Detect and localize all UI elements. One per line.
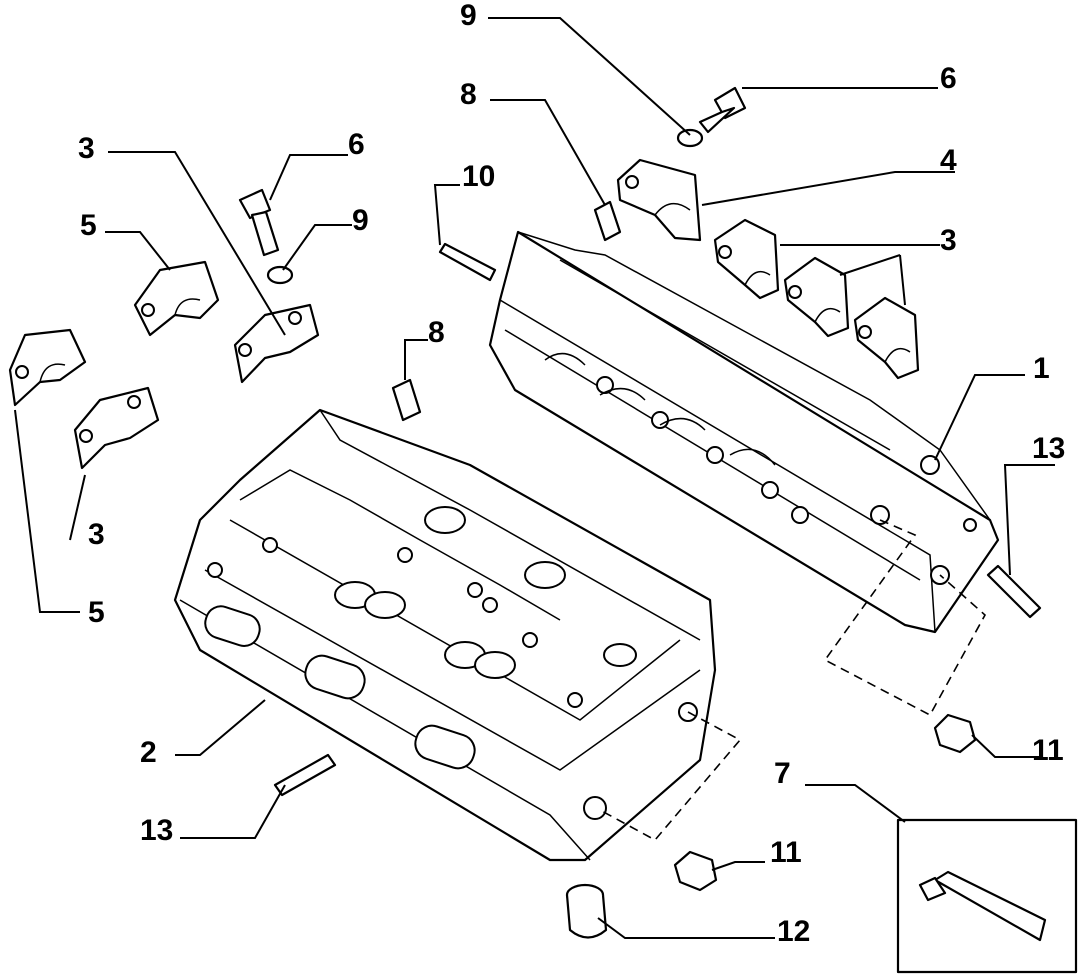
bolt-6-left [238,188,280,257]
dowel-8-lower [391,378,422,422]
callout-11-right: 11 [1032,734,1064,767]
cap-5-upper [133,260,220,337]
cap-3-middle [233,303,320,384]
callout-13-right: 13 [1032,432,1065,465]
stud-10 [438,242,497,282]
cap-upper-right-1 [713,218,780,300]
cap-upper-right-3 [853,296,920,380]
washer-9-right [676,128,704,148]
callout-3-left-top: 3 [78,132,95,165]
stud-13-right [986,564,1042,619]
dowel-8-upper [593,200,622,242]
callout-13-lower: 13 [140,814,173,847]
callout-9-left: 9 [352,204,369,237]
washer-9-left [266,265,294,285]
callout-7: 7 [774,757,791,790]
plug-11-right [933,713,977,754]
cap-upper-right-2 [783,256,850,338]
callout-3-left-bottom: 3 [88,518,105,551]
callout-8-top: 8 [460,78,477,111]
callout-9-top: 9 [460,0,477,32]
bolt-6-right [698,86,747,134]
callout-6-right: 6 [940,62,957,95]
callout-8-middle: 8 [428,316,445,349]
callout-5-top: 5 [80,209,97,242]
plug-11-lower [673,850,718,892]
callout-5-bottom: 5 [88,596,105,629]
assembly-line-plug-upper [823,519,987,717]
cylinder-head [173,408,717,862]
sealant-tube [918,870,1047,942]
assembly-line-plug-lower [599,711,742,842]
sleeve-12 [565,883,608,939]
callout-2: 2 [140,736,157,769]
cap-3-lower-left [73,386,160,470]
callout-4: 4 [940,144,957,177]
callout-12: 12 [777,915,810,948]
cap-4 [616,158,702,242]
leader-lines [14,17,1055,939]
cap-5-left [8,328,87,407]
callout-11-lower: 11 [770,836,802,869]
callout-3-right: 3 [940,224,957,257]
callout-1: 1 [1033,352,1050,385]
callout-10: 10 [462,160,495,193]
camshaft-carrier [488,230,1000,634]
stud-13-lower [273,753,337,797]
callout-6-left: 6 [348,128,365,161]
